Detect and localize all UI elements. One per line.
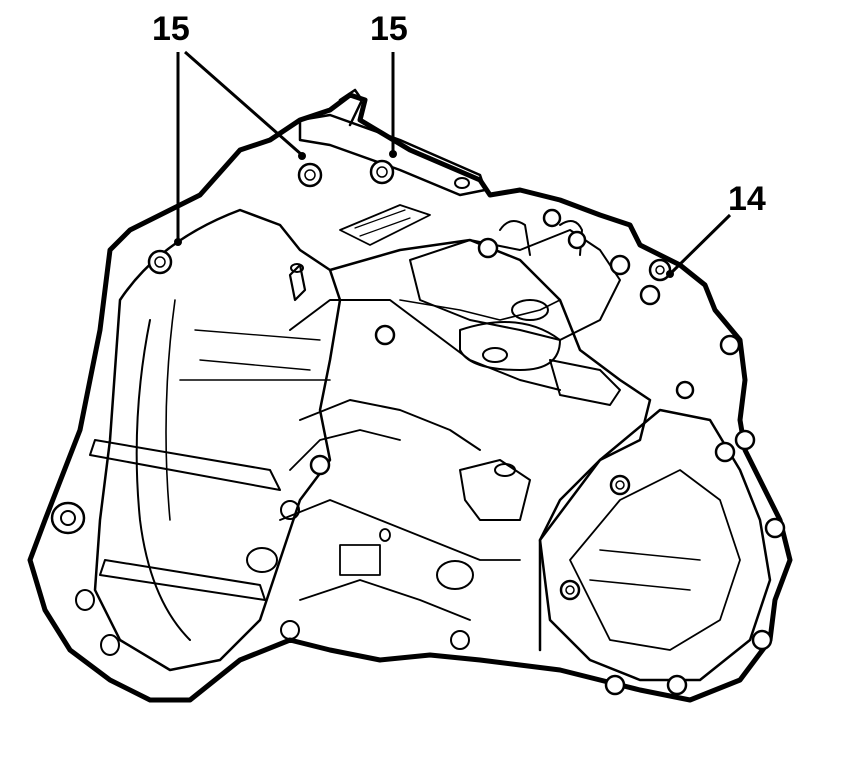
bolt bbox=[604, 674, 626, 696]
main-case bbox=[328, 238, 652, 652]
bolt bbox=[542, 208, 562, 228]
bolt bbox=[639, 284, 661, 306]
leader-line-14 bbox=[670, 213, 732, 274]
callout-label-15-right: 15 bbox=[370, 10, 408, 48]
end-cover bbox=[538, 408, 772, 682]
housing-outline bbox=[27, 92, 793, 703]
bolt bbox=[559, 579, 581, 601]
bolt bbox=[751, 629, 773, 651]
bolt bbox=[609, 474, 631, 496]
bolt bbox=[309, 454, 331, 476]
bolt bbox=[477, 237, 499, 259]
bolt bbox=[374, 324, 396, 346]
bolt bbox=[567, 230, 587, 250]
top-bracket bbox=[298, 113, 487, 197]
bolt bbox=[648, 258, 672, 282]
bolt bbox=[666, 674, 688, 696]
bolt bbox=[719, 334, 741, 356]
bolt bbox=[609, 254, 631, 276]
bolt bbox=[147, 249, 173, 275]
bolt bbox=[734, 429, 756, 451]
bolt bbox=[297, 162, 323, 188]
bolt bbox=[714, 441, 736, 463]
callout-label-14: 14 bbox=[728, 180, 766, 218]
bolt bbox=[764, 517, 786, 539]
bolt bbox=[369, 159, 395, 185]
leader-line-15-left-b bbox=[184, 50, 303, 157]
callout-label-15-left: 15 bbox=[152, 10, 190, 48]
bolt bbox=[675, 380, 695, 400]
